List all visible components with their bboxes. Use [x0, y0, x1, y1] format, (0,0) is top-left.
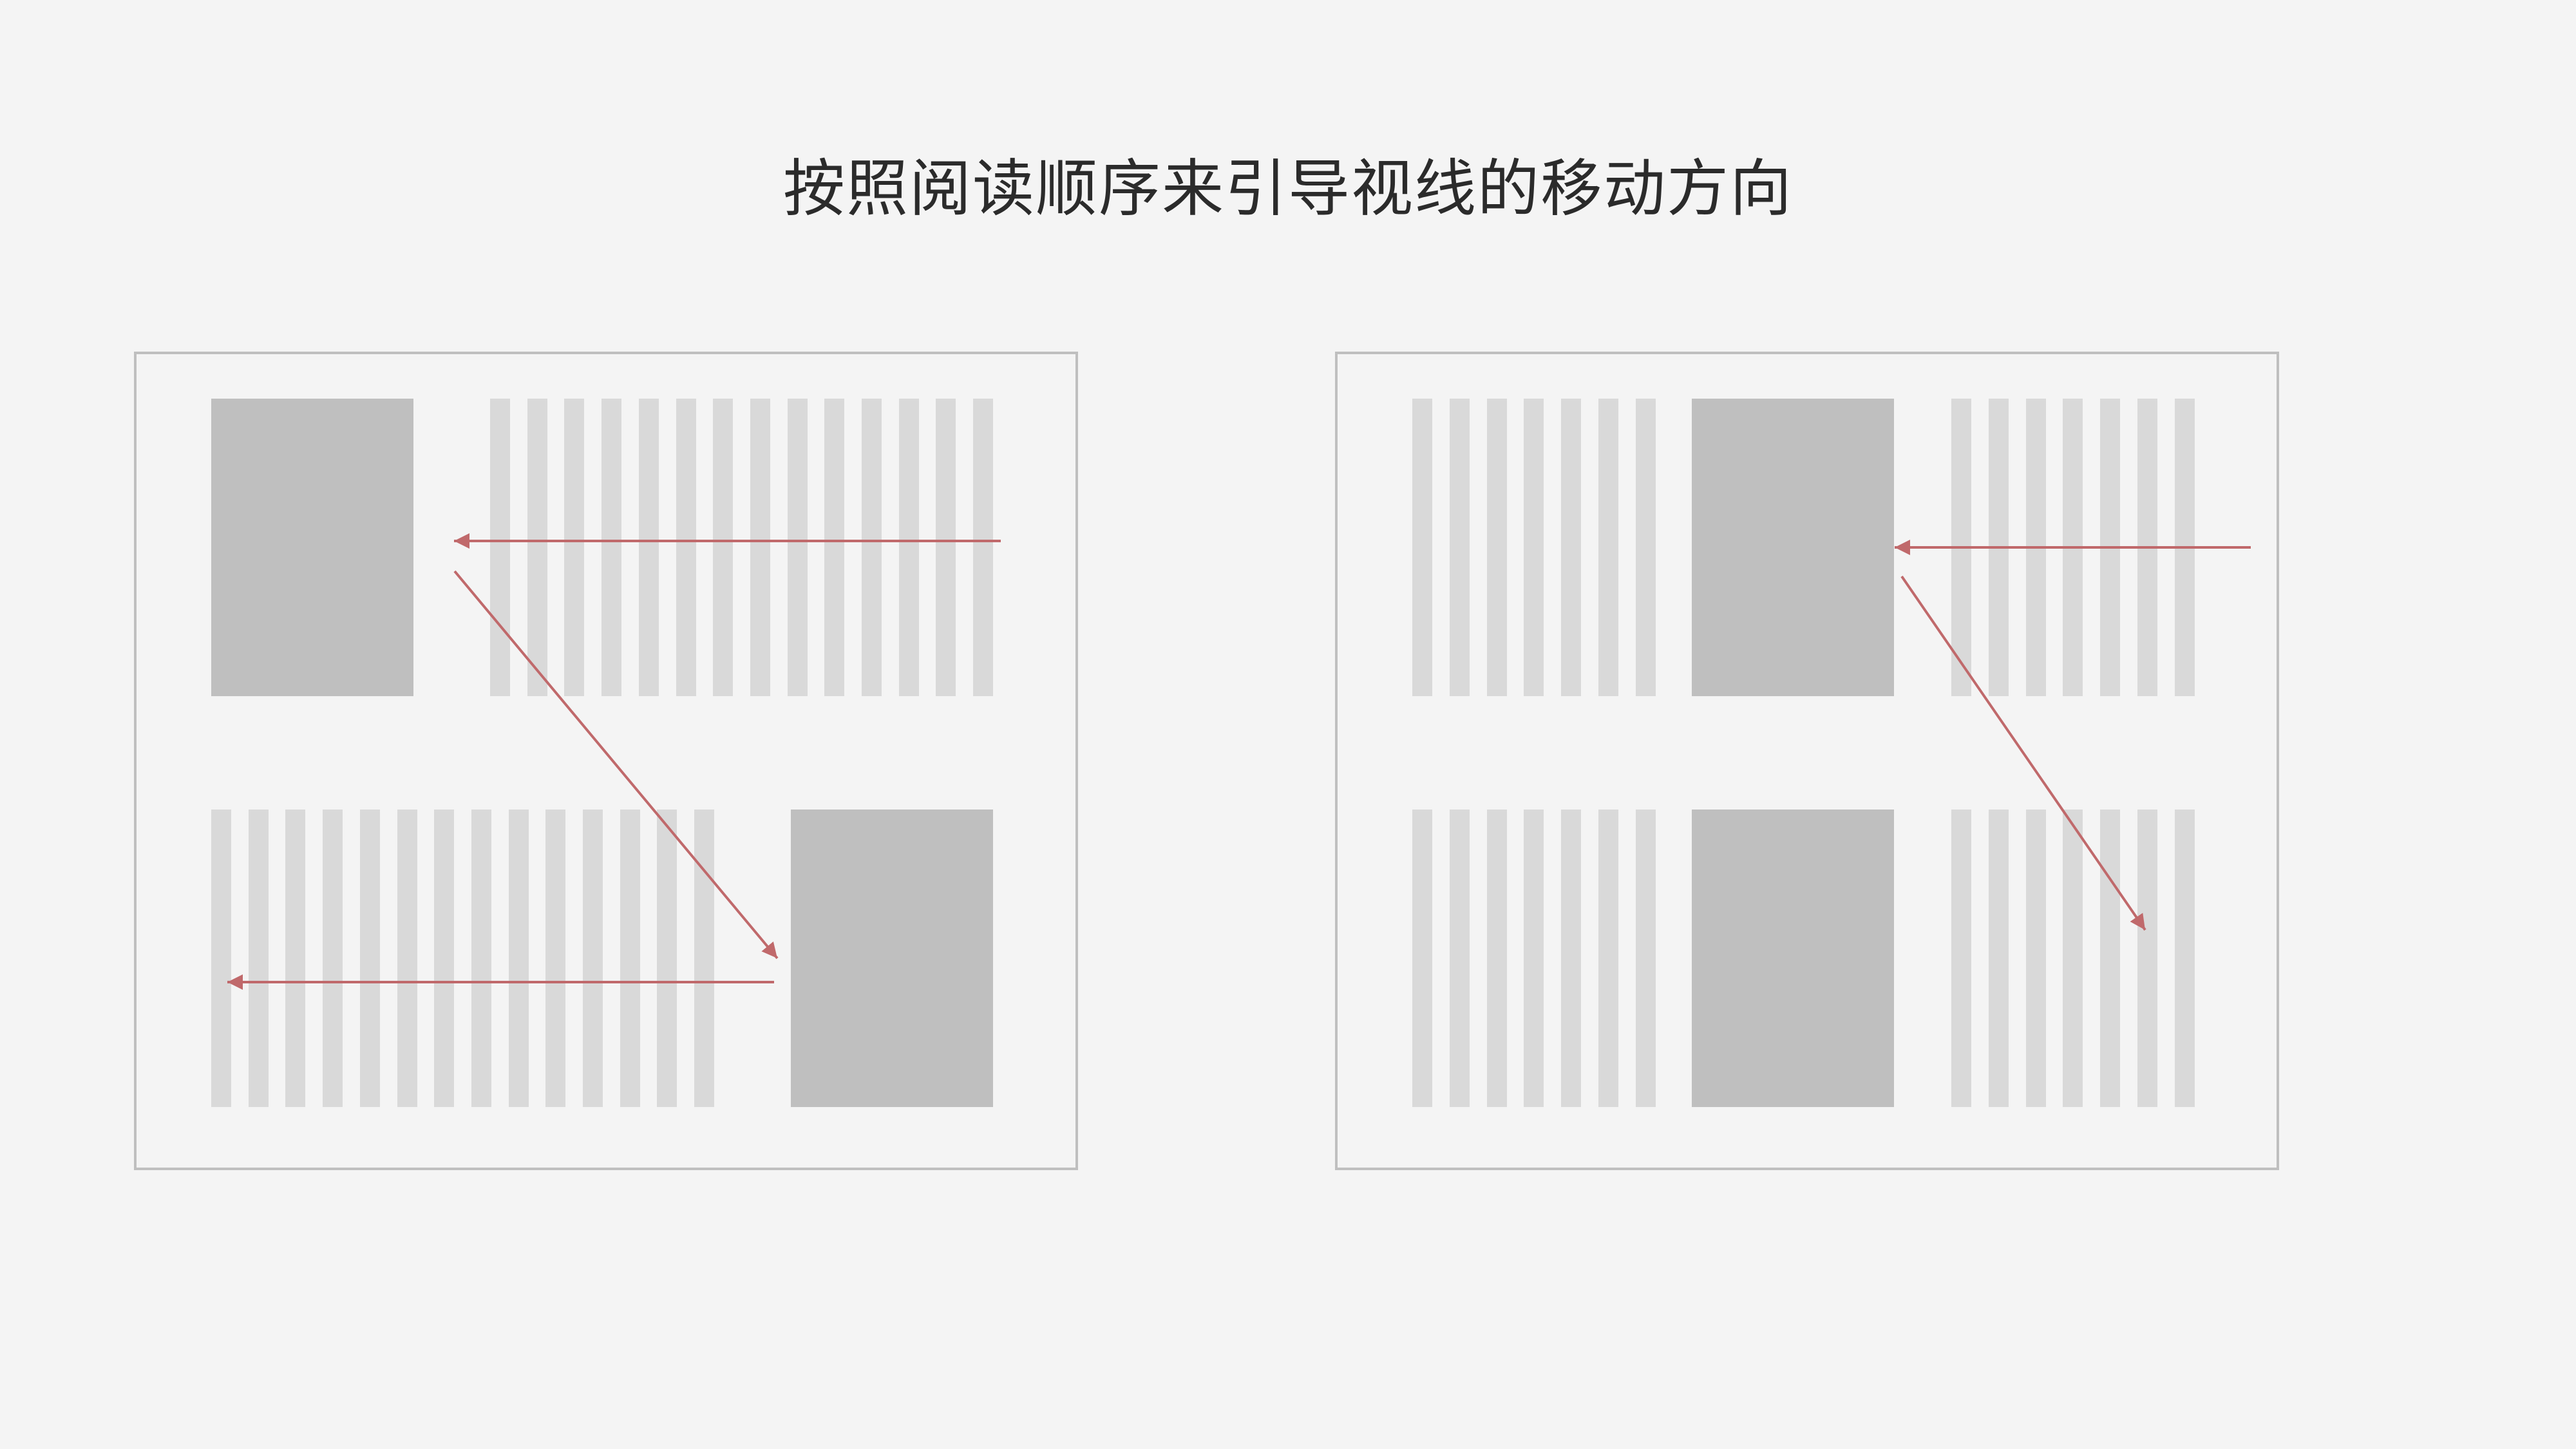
text-column-placeholder: [694, 810, 714, 1107]
text-column-placeholder: [285, 810, 305, 1107]
text-column-placeholder: [936, 399, 956, 696]
text-column-placeholder: [564, 399, 584, 696]
text-column-placeholder: [1412, 399, 1432, 696]
text-column-placeholder: [1524, 810, 1544, 1107]
text-column-placeholder: [601, 399, 621, 696]
right-layout-frame: [1335, 352, 2279, 1170]
text-column-placeholder: [862, 399, 882, 696]
text-column-placeholder: [676, 399, 696, 696]
text-column-placeholder: [360, 810, 380, 1107]
text-column-placeholder: [527, 399, 547, 696]
text-column-placeholder: [1951, 399, 1971, 696]
text-column-placeholder: [1989, 399, 2009, 696]
text-column-placeholder: [1951, 810, 1971, 1107]
text-column-placeholder: [713, 399, 733, 696]
text-column-placeholder: [1487, 399, 1507, 696]
text-column-placeholder: [620, 810, 640, 1107]
text-column-placeholder: [2026, 810, 2046, 1107]
text-column-placeholder: [471, 810, 491, 1107]
text-column-placeholder: [1636, 399, 1656, 696]
image-placeholder: [791, 810, 993, 1107]
text-column-placeholder: [824, 399, 844, 696]
text-column-placeholder: [490, 399, 510, 696]
text-column-placeholder: [211, 810, 231, 1107]
text-column-placeholder: [1412, 810, 1432, 1107]
text-column-placeholder: [899, 399, 919, 696]
text-column-placeholder: [323, 810, 343, 1107]
text-column-placeholder: [1450, 399, 1470, 696]
text-column-placeholder: [583, 810, 603, 1107]
text-column-placeholder: [2063, 399, 2083, 696]
text-column-placeholder: [1524, 399, 1544, 696]
image-placeholder: [211, 399, 413, 696]
text-column-placeholder: [509, 810, 529, 1107]
text-column-placeholder: [1989, 810, 2009, 1107]
text-column-placeholder: [2137, 399, 2157, 696]
text-column-placeholder: [545, 810, 565, 1107]
text-column-placeholder: [397, 810, 417, 1107]
text-column-placeholder: [1636, 810, 1656, 1107]
text-column-placeholder: [1450, 810, 1470, 1107]
text-column-placeholder: [639, 399, 659, 696]
text-column-placeholder: [973, 399, 993, 696]
text-column-placeholder: [1598, 399, 1618, 696]
text-column-placeholder: [2100, 810, 2120, 1107]
page-title: 按照阅读顺序来引导视线的移动方向: [783, 153, 1793, 225]
text-column-placeholder: [249, 810, 269, 1107]
text-column-placeholder: [434, 810, 454, 1107]
text-column-placeholder: [1561, 399, 1581, 696]
text-column-placeholder: [2137, 810, 2157, 1107]
text-column-placeholder: [657, 810, 677, 1107]
text-column-placeholder: [788, 399, 808, 696]
left-layout-frame: [134, 352, 1078, 1170]
text-column-placeholder: [1598, 810, 1618, 1107]
text-column-placeholder: [2026, 399, 2046, 696]
text-column-placeholder: [2100, 399, 2120, 696]
text-column-placeholder: [1487, 810, 1507, 1107]
text-column-placeholder: [1561, 810, 1581, 1107]
text-column-placeholder: [750, 399, 770, 696]
text-column-placeholder: [2063, 810, 2083, 1107]
text-column-placeholder: [2175, 810, 2195, 1107]
image-placeholder: [1692, 399, 1894, 696]
text-column-placeholder: [2175, 399, 2195, 696]
image-placeholder: [1692, 810, 1894, 1107]
